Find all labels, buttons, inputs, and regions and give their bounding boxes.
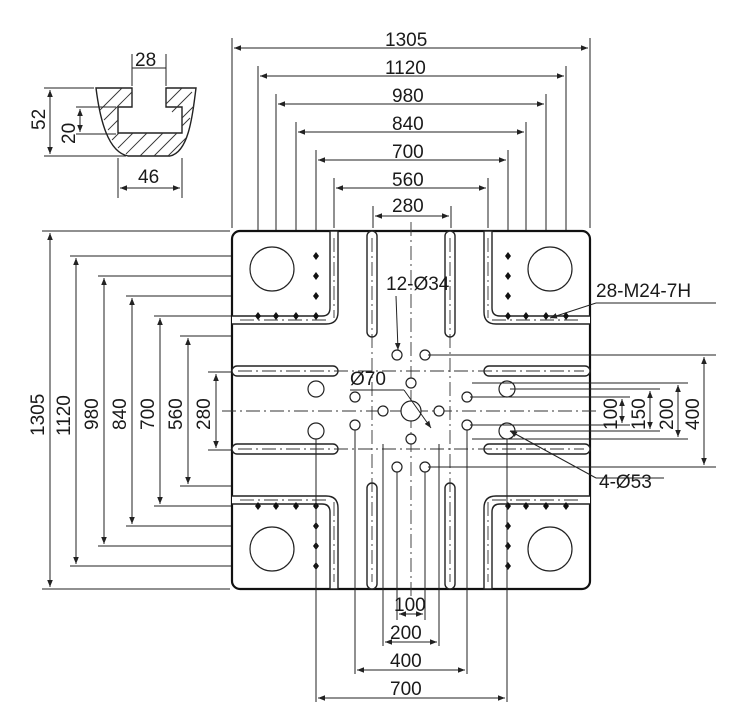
- dim-bottom-100: 100: [394, 595, 426, 616]
- tie-bar-hole: [527, 526, 573, 572]
- dim-bottom-200: 200: [390, 623, 422, 644]
- dim-top-700: 700: [392, 142, 424, 163]
- dim-section-base: 46: [138, 167, 159, 188]
- straight-slots: [231, 230, 591, 590]
- dim-left-1120: 1120: [54, 395, 75, 436]
- callout-tie-bar-holes: 4-Ø53: [599, 472, 652, 493]
- corner-slot-top-left: [232, 230, 339, 325]
- corner-slot-top-right: [483, 230, 590, 325]
- corner-slot-bottom-left: [232, 495, 339, 590]
- tie-bar-holes: [249, 246, 573, 572]
- dim-top-1305: 1305: [385, 30, 427, 51]
- dim-left-1305: 1305: [28, 394, 49, 436]
- corner-slot-bottom-right: [483, 495, 590, 590]
- right-dimensions: 100 150 200 400: [428, 354, 716, 468]
- center-holes: [307, 349, 516, 473]
- center-bore: [400, 400, 422, 422]
- dim-section-depth: 52: [29, 109, 50, 130]
- dim-right-400: 400: [683, 398, 704, 430]
- dim-top-1120: 1120: [385, 58, 426, 79]
- dim-top-280: 280: [392, 196, 424, 217]
- dim-right-150: 150: [629, 398, 650, 430]
- dim-right-100: 100: [601, 398, 622, 430]
- t-slot-profile: [95, 87, 197, 157]
- centerlines: [222, 222, 600, 598]
- dim-bottom-400: 400: [390, 651, 422, 672]
- dim-right-200: 200: [657, 398, 678, 430]
- dim-top-840: 840: [392, 114, 424, 135]
- dim-left-980: 980: [82, 398, 103, 430]
- dim-section-neck: 20: [59, 123, 80, 144]
- dim-left-280: 280: [194, 398, 215, 430]
- t-slot-section: 28 52 20 46: [29, 50, 197, 198]
- dim-slot-width: 28: [135, 50, 156, 71]
- dim-left-840: 840: [110, 398, 131, 430]
- callout-center-bore: Ø70: [350, 369, 386, 390]
- callouts: 12-Ø34 Ø70 28-M24-7H 4-Ø53: [350, 274, 716, 493]
- section-hatching: [99, 87, 195, 157]
- dim-bottom-700: 700: [390, 679, 422, 700]
- dim-top-560: 560: [392, 170, 424, 191]
- left-dimensions: 1305 1120 980 840 700 560 280: [28, 230, 256, 590]
- corner-slots: [232, 230, 590, 590]
- dim-left-560: 560: [166, 398, 187, 430]
- tie-bar-hole: [249, 246, 295, 292]
- dim-left-700: 700: [138, 398, 159, 430]
- tie-bar-hole: [527, 246, 573, 292]
- bottom-dimensions: 100 200 400 700: [315, 430, 508, 702]
- dim-top-980: 980: [392, 86, 424, 107]
- callout-center-holes: 12-Ø34: [386, 274, 450, 295]
- callout-tapped-holes: 28-M24-7H: [596, 281, 691, 302]
- tie-bar-hole: [249, 526, 295, 572]
